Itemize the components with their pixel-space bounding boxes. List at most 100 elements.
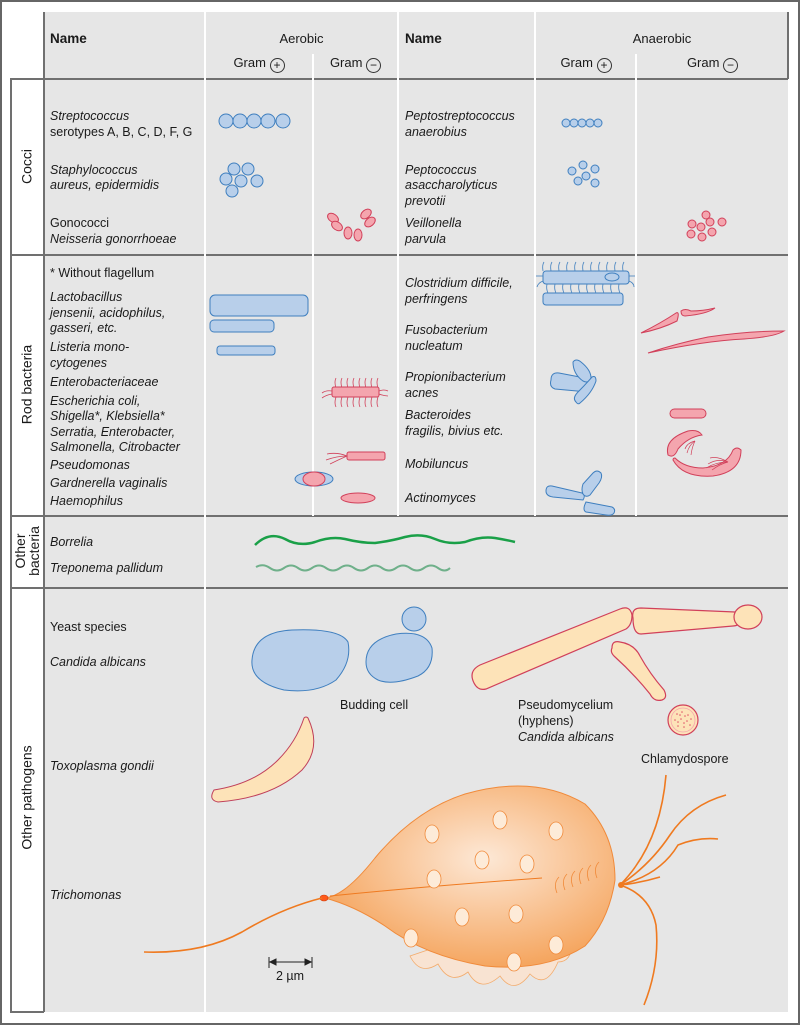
pseudomonas-rod-icon <box>325 451 386 465</box>
organism-name: cytogenes <box>50 356 107 370</box>
clostridium-sporulating-rod-icon <box>536 261 635 306</box>
organism-detail: parvula <box>405 232 446 246</box>
streptococcus-chain-icon <box>218 113 291 129</box>
organism-detail: prevotii <box>405 194 446 208</box>
trichomonas-icon <box>143 774 727 1006</box>
organism-name: Shigella*, Klebsiella* <box>50 409 165 423</box>
organism-name: Candida albicans <box>50 655 146 669</box>
anaerobic-header: Anaerobic <box>632 31 692 46</box>
organism-name: Haemophilus <box>50 494 123 508</box>
minus-circle-icon: − <box>723 58 739 73</box>
organism-detail: gasseri, etc. <box>50 321 118 335</box>
category-column-left-border <box>10 79 12 1012</box>
pseudomycelium-label: Pseudomycelium <box>518 698 614 712</box>
aerobic-gram-negative-header: Gram − <box>313 55 398 73</box>
gram-label: Gram <box>233 55 266 70</box>
category-column-right-border <box>43 12 45 1012</box>
enterobacteriaceae-flagellated-rod-icon <box>321 377 389 408</box>
toxoplasma-icon <box>211 716 315 803</box>
name-column-header: Name <box>50 31 87 46</box>
pseudomycelium-label: Candida albicans <box>518 730 614 744</box>
aerobic-gram-positive-header: Gram + <box>205 55 313 73</box>
organism-detail: asaccharolyticus <box>405 178 498 192</box>
organism-name: Propionibacterium <box>405 370 506 384</box>
row-divider <box>10 78 788 80</box>
organism-name: Borrelia <box>50 535 94 549</box>
organism-name: Clostridium difficile, <box>405 276 513 290</box>
gardnerella-icon <box>294 471 334 487</box>
column-divider <box>534 12 536 516</box>
scale-bar-label: 2 µm <box>276 969 305 983</box>
scale-bar-icon <box>268 957 313 968</box>
plus-circle-icon: + <box>596 58 612 73</box>
propionibacterium-icon <box>550 359 597 405</box>
anaerobic-gram-negative-header: Gram − <box>637 55 788 73</box>
yeast-cell-icon <box>251 629 350 692</box>
organism-detail: jensenii, acidophilus, <box>50 306 166 320</box>
organism-name: Lactobacillus <box>50 290 123 304</box>
pseudomycelium-label: (hyphens) <box>518 714 574 728</box>
organism-name: Streptococcus <box>50 109 130 123</box>
organism-name: Escherichia coli, <box>50 394 141 408</box>
veillonella-cluster-icon <box>686 210 727 242</box>
gram-label: Gram <box>329 55 363 70</box>
organism-name: Pseudomonas <box>50 458 130 472</box>
organism-name: Yeast species <box>50 620 127 634</box>
gonococci-diplococci-icon <box>327 208 376 242</box>
row-divider <box>10 1011 44 1013</box>
haemophilus-icon <box>340 492 376 504</box>
borrelia-spirochete-icon <box>254 534 516 546</box>
organism-name: Peptostreptococcus <box>405 109 515 123</box>
row-divider <box>10 587 788 589</box>
organism-name: Actinomyces <box>405 491 476 505</box>
organism-name: Veillonella <box>405 216 462 230</box>
organism-name: Serratia, Enterobacter, <box>50 425 176 439</box>
gram-label: Gram <box>560 55 593 70</box>
peptostreptococcus-chain-icon <box>561 118 603 128</box>
peptococcus-cluster-icon <box>567 160 600 188</box>
row-divider <box>10 254 788 256</box>
organism-detail: acnes <box>405 386 439 400</box>
lactobacillus-rods-icon <box>209 294 309 356</box>
organism-name: Enterobacteriaceae <box>50 375 159 389</box>
organism-name: Toxoplasma gondii <box>50 759 154 773</box>
chlamydospore-label: Chlamydospore <box>641 752 729 766</box>
column-divider <box>397 12 399 516</box>
minus-circle-icon: − <box>366 58 382 73</box>
organism-name: Trichomonas <box>50 888 122 902</box>
mobiluncus-icon <box>666 430 742 477</box>
organism-name: Gardnerella vaginalis <box>50 476 168 490</box>
organism-detail: serotypes A, B, C, D, F, G <box>50 125 193 139</box>
organism-name: Bacteroides <box>405 408 472 422</box>
aerobic-header: Aerobic <box>279 31 324 46</box>
column-divider <box>204 12 206 1012</box>
organism-name: Salmonella, Citrobacter <box>50 440 180 454</box>
right-border <box>787 12 789 79</box>
organism-name: Staphylococcus <box>50 163 138 177</box>
organism-detail: fragilis, bivius etc. <box>405 424 504 438</box>
staphylococcus-cluster-icon <box>219 162 264 198</box>
organism-detail: Neisseria gonorrhoeae <box>50 232 177 246</box>
organism-name: Mobiluncus <box>405 457 469 471</box>
gram-label: Gram <box>686 55 720 70</box>
name-column-header-2: Name <box>405 31 442 46</box>
organism-name: Treponema pallidum <box>50 561 164 575</box>
treponema-spirochete-icon <box>255 564 451 572</box>
bacteroides-icon <box>669 408 707 419</box>
chlamydospore-icon <box>667 704 699 736</box>
organism-detail: nucleatum <box>405 339 463 353</box>
organism-detail: anaerobius <box>405 125 467 139</box>
footnote-without-flagellum: * Without flagellum <box>50 266 155 280</box>
organism-detail: aureus, epidermidis <box>50 178 160 192</box>
budding-cell-icon <box>365 606 433 683</box>
column-divider <box>312 54 314 516</box>
budding-cell-label: Budding cell <box>340 698 409 712</box>
header-panel <box>44 12 788 79</box>
fusobacterium-icon <box>640 307 786 354</box>
organism-name: Fusobacterium <box>405 323 488 337</box>
organism-name: Gonococci <box>50 216 110 230</box>
column-divider <box>635 54 637 516</box>
organism-name: Listeria mono- <box>50 340 130 354</box>
